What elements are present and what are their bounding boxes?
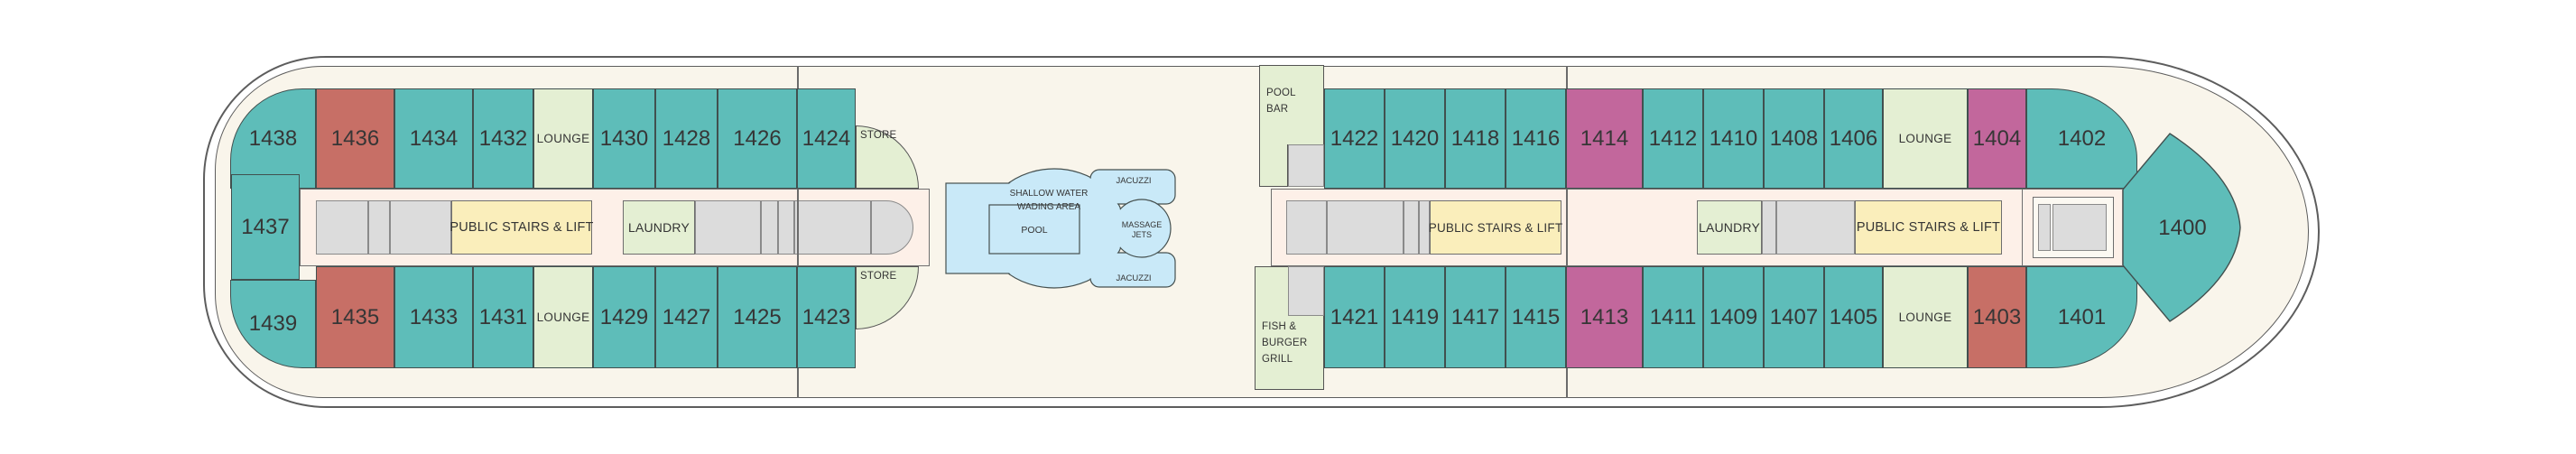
zone-divider-line [797,66,799,398]
stair-block [794,200,871,255]
stair-block [368,200,390,255]
cabin-1400-wedge[interactable]: 1400 [2123,132,2249,323]
stair-block [761,200,778,255]
cabin-1410[interactable]: 1410 [1703,88,1764,189]
stair-block [1776,200,1855,255]
cabin-1420[interactable]: 1420 [1385,88,1445,189]
pool [988,204,1080,255]
cabin-1427[interactable]: 1427 [655,266,718,368]
laundry-label: LAUNDRY [1698,220,1761,235]
hull-outline [203,56,2320,408]
lounge-block: LOUNGE [1883,266,1968,368]
pool-label: POOL [1021,225,1047,236]
cabin-1412[interactable]: 1412 [1643,88,1703,189]
grill-label-1: FISH & [1262,321,1297,332]
jacuzzi-label-bottom: JACUZZI [1116,273,1151,283]
wading-label-1: SHALLOW WATER [1010,189,1089,199]
cabin-1411[interactable]: 1411 [1643,266,1703,368]
cabin-1408[interactable]: 1408 [1764,88,1824,189]
public-stairs-lift-block: PUBLIC STAIRS & LIFT [1855,200,2002,255]
grill-label-2: BURGER [1262,337,1308,348]
pool-area: SHALLOW WATER WADING AREA POOL JACUZZI J… [945,168,1176,289]
stair-block [316,200,368,255]
public-stairs-lift-block: PUBLIC STAIRS & LIFT [1428,200,1563,255]
public-stairs-lift-label: PUBLIC STAIRS & LIFT [1428,220,1563,235]
cabin-1400-shape[interactable] [2123,133,2241,322]
laundry-block: LAUNDRY [623,200,695,255]
cabin-1409[interactable]: 1409 [1703,266,1764,368]
cabin-1400-label: 1400 [2158,216,2206,240]
lounge-block: LOUNGE [533,266,593,368]
grill-label-3: GRILL [1262,353,1293,365]
cabin-1407[interactable]: 1407 [1764,266,1824,368]
cabin-1431[interactable]: 1431 [473,266,533,368]
cabin-1423[interactable]: 1423 [797,266,856,368]
cabin-1416[interactable]: 1416 [1506,88,1566,189]
cabin-1425[interactable]: 1425 [718,266,797,368]
cabin-1429[interactable]: 1429 [593,266,655,368]
zone-divider-line [1566,66,1568,398]
stair-block [1404,200,1419,255]
cabin-1418[interactable]: 1418 [1445,88,1506,189]
stair-block [778,200,794,255]
lounge-block: LOUNGE [533,88,593,189]
cabin-1417[interactable]: 1417 [1445,266,1506,368]
cabin-1405[interactable]: 1405 [1824,266,1883,368]
massage-label-1: MASSAGE [1122,220,1163,229]
lift-block [2052,204,2107,251]
pool-bar [1259,144,1288,187]
pool-bar: POOL BAR [1259,65,1324,145]
cabin-1435[interactable]: 1435 [316,266,394,368]
pool-bar-label-1: POOL [1266,88,1296,98]
public-stairs-lift-block: PUBLIC STAIRS & LIFT [449,200,594,255]
cabin-1434[interactable]: 1434 [394,88,473,189]
cabin-1430[interactable]: 1430 [593,88,655,189]
cabin-1437[interactable]: 1437 [231,174,300,280]
stair-block [1327,200,1404,255]
lounge-block: LOUNGE [1883,88,1968,189]
cabin-1433[interactable]: 1433 [394,266,473,368]
stair-block [695,200,761,255]
cabin-1428[interactable]: 1428 [655,88,718,189]
cabin-1413[interactable]: 1413 [1566,266,1643,368]
cabin-1404[interactable]: 1404 [1968,88,2026,189]
public-stairs-lift-label: PUBLIC STAIRS & LIFT [449,220,594,235]
stair-block [390,200,451,255]
laundry-block: LAUNDRY [1697,200,1762,255]
massage-label-2: JETS [1132,230,1152,239]
public-stairs-lift-label: PUBLIC STAIRS & LIFT [1856,220,2001,235]
cabin-1406[interactable]: 1406 [1824,88,1883,189]
cabin-1424[interactable]: 1424 [797,88,856,189]
stair-block [1286,200,1327,255]
store-label: STORE [860,130,897,141]
wading-label-2: WADING AREA [1017,202,1081,212]
cabin-1414[interactable]: 1414 [1566,88,1643,189]
stair-block [1762,200,1776,255]
cabin-1422[interactable]: 1422 [1324,88,1385,189]
cabin-1426[interactable]: 1426 [718,88,797,189]
store-label: STORE [860,271,897,282]
jacuzzi-label-top: JACUZZI [1116,176,1151,186]
cabin-1421[interactable]: 1421 [1324,266,1385,368]
cabin-1432[interactable]: 1432 [473,88,533,189]
cabin-1415[interactable]: 1415 [1506,266,1566,368]
cabin-1419[interactable]: 1419 [1385,266,1445,368]
cabin-1403[interactable]: 1403 [1968,266,2026,368]
stair-block [1288,144,1324,187]
stair-block [1288,266,1324,316]
stair-block [1419,200,1430,255]
pool-bar-label-2: BAR [1266,103,1289,115]
lift-block [2038,204,2051,251]
cabin-1436[interactable]: 1436 [316,88,394,189]
laundry-label: LAUNDRY [627,220,690,235]
